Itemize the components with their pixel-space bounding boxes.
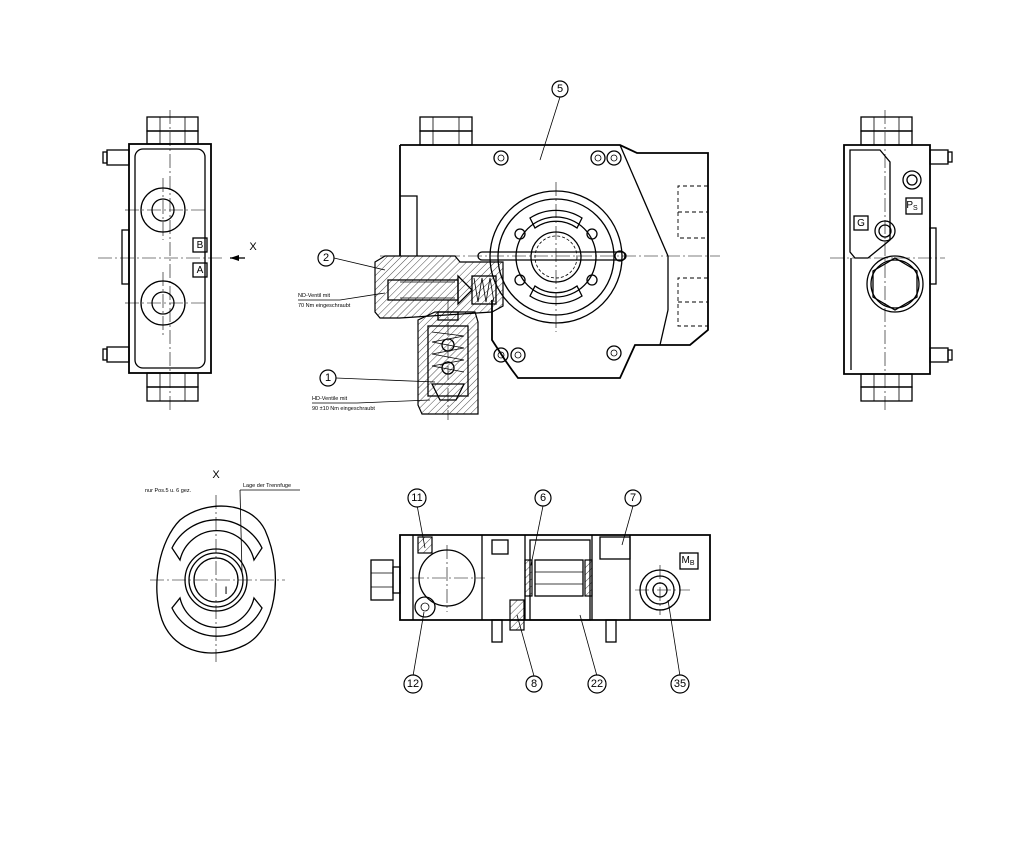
svg-text:HD-Ventile mit: HD-Ventile mit [312,396,348,402]
view-label-x-detail: X [212,469,220,481]
svg-text:35: 35 [674,678,686,690]
svg-text:5: 5 [557,83,563,95]
svg-text:70 Nm eingeschraubt: 70 Nm eingeschraubt [298,303,351,309]
callout-7: 7 [621,489,642,546]
front-view [374,116,720,420]
callout-8: 8 [516,614,543,693]
svg-text:90 ±10 Nm eingeschraubt: 90 ±10 Nm eingeschraubt [312,406,375,412]
port-g-box [853,215,869,231]
svg-text:ND-Ventil mit: ND-Ventil mit [298,293,331,299]
view-label-x-top: X [249,241,257,253]
port-b-box [192,237,208,253]
callout-1: 1 [319,369,436,387]
svg-text:12: 12 [407,678,419,690]
svg-text:2: 2 [323,252,329,264]
callout-35: 35 [667,599,690,694]
svg-text:11: 11 [411,492,422,504]
hd-valve-note: HD-Ventile mit 90 ±10 Nm eingeschraubt [312,396,431,412]
port-a-label: A [197,265,204,276]
callout-5: 5 [539,80,569,161]
port-ps-box [905,197,923,215]
detail-view-x: X nur Pos.5 u. 6 gez. Lage der Trennfuge… [145,469,300,662]
svg-text:22: 22 [591,678,603,690]
nd-valve-section [374,255,504,319]
callout-2: 2 [317,249,386,271]
callout-6: 6 [530,489,552,566]
bottom-view: MB [370,534,711,643]
nd-valve-note: ND-Ventil mit 70 Nm eingeschraubt [298,292,386,309]
port-mb-label: MB [681,555,694,567]
roman-label-i: I [224,585,227,597]
detail-note: nur Pos.5 u. 6 gez. [145,488,192,494]
callout-12: 12 [403,611,425,694]
callout-11: 11 [407,488,427,549]
callout-22: 22 [579,614,607,694]
svg-text:1: 1 [325,372,331,384]
svg-text:6: 6 [540,492,546,504]
port-b-label: B [197,240,204,251]
port-ps-label: PS [906,200,918,212]
trennfuge-note: Lage der Trennfuge [243,483,291,489]
port-a-box [192,262,208,278]
left-side-view: B A X [98,110,257,410]
svg-text:7: 7 [630,492,636,504]
svg-text:8: 8 [531,678,537,690]
port-g-label: G [857,218,865,229]
right-side-view: G PS [830,110,953,410]
port-mb-box [679,552,699,570]
